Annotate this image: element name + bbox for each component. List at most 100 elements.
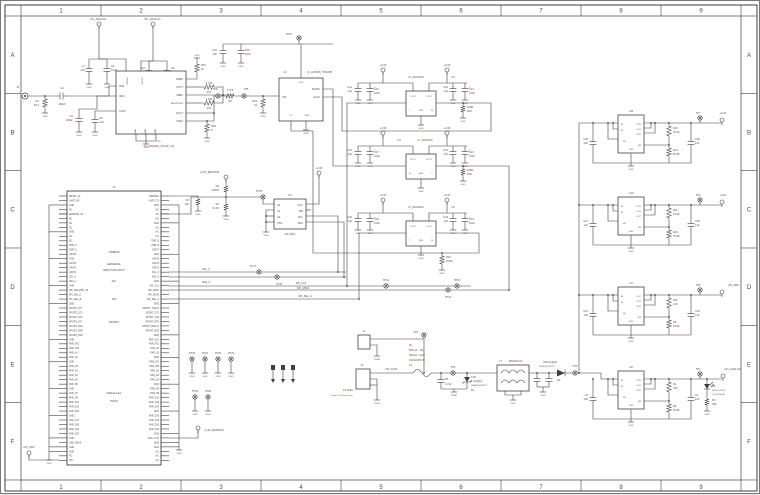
text-label: R5 xyxy=(216,184,220,188)
text-label: R4 xyxy=(186,198,190,202)
cap-polarity-mark: + xyxy=(469,216,471,219)
text-label: COMM xyxy=(145,129,147,136)
testpoint xyxy=(229,357,233,361)
gnd-label: GND xyxy=(356,233,361,235)
text-label: R9 xyxy=(673,320,677,324)
net-vin-jack: VIN_JACK xyxy=(385,367,398,371)
j4-pin-left: PAR_FS3 xyxy=(69,347,80,350)
part-j2: PJ-002A xyxy=(343,388,353,392)
text-label: IN xyxy=(621,386,624,388)
ic-u3 xyxy=(405,90,437,117)
j4-pin-right: SPI_MISO xyxy=(148,290,159,292)
text-label: R14 xyxy=(673,148,678,152)
text-label: +3.3V xyxy=(380,63,387,67)
text-label: WP xyxy=(299,209,303,213)
j4-pin-left: PAR_FS1 xyxy=(69,343,80,346)
text-label: GND xyxy=(629,405,634,407)
testpoint xyxy=(216,357,220,361)
ref-u2: U2 xyxy=(283,70,287,74)
text-label: GND xyxy=(419,240,424,242)
gnd-label: GND xyxy=(304,133,309,135)
text-label: 100pF xyxy=(58,102,66,106)
j4-pin-left: SPORT_INT xyxy=(69,308,82,310)
resistor xyxy=(259,96,267,110)
gnd-label: GND xyxy=(451,233,456,235)
text-label: A xyxy=(431,239,433,242)
text-label: TP2 xyxy=(451,365,456,369)
diode-zener xyxy=(462,381,465,384)
j4-pin-right: SPI_SEL_A xyxy=(147,298,160,301)
frame-row-label: D xyxy=(747,285,752,291)
power-flag xyxy=(444,197,450,203)
wire xyxy=(358,232,406,299)
text-label: A1 xyxy=(277,209,281,213)
text-label: C23 xyxy=(443,215,448,219)
text-label: SD xyxy=(623,223,626,225)
power-flag xyxy=(444,67,450,73)
ref-u10: U10 xyxy=(629,191,634,195)
j4-pin-left: GND xyxy=(69,232,74,234)
text-label: 10.0K xyxy=(212,206,219,210)
text-label: SML-LX15GC xyxy=(712,390,726,392)
junction xyxy=(654,122,656,124)
junction xyxy=(607,122,609,124)
j4-pin-right: SPORT_RFS xyxy=(145,321,159,323)
wire xyxy=(358,82,414,91)
text-label: VCC2 xyxy=(426,159,432,161)
j4-section-label: SPI xyxy=(112,297,117,301)
frame-row-label: C xyxy=(747,208,752,214)
text-label: FB xyxy=(638,227,641,229)
junction xyxy=(222,94,224,96)
text-label: C8 xyxy=(99,116,103,120)
text-label: TP16 xyxy=(445,295,452,299)
testpoint xyxy=(446,288,450,292)
resistor xyxy=(223,92,237,100)
frame-col-label: 5 xyxy=(379,9,383,15)
resistor xyxy=(665,317,673,331)
j4-pin-left: GPIO8 xyxy=(69,254,77,256)
j4-pin-right: GND xyxy=(154,357,159,359)
led-arrow xyxy=(710,383,715,388)
j4-pin-left: PAR_D9 xyxy=(69,397,78,400)
text-label: 1.2V@1A xyxy=(471,379,482,383)
ref-j4: J4 xyxy=(112,185,116,189)
ic-u4 xyxy=(405,153,437,180)
net-scl0: SCL_0 xyxy=(202,267,210,271)
wire xyxy=(358,212,414,221)
text-label: 49.9K xyxy=(446,259,453,263)
wire xyxy=(612,123,618,130)
text-label: R18 xyxy=(211,124,216,128)
junction xyxy=(607,204,609,206)
text-label: VCC2 xyxy=(410,226,416,228)
j4-pin-left: PAR_A1 xyxy=(69,352,78,355)
j4-pin-right: SPORT_TFS xyxy=(146,317,160,319)
text-label: 1.43K xyxy=(206,97,213,101)
text-label: TP10 xyxy=(286,32,293,36)
j4-pin-right: GND xyxy=(154,411,159,413)
cap-polarity-mark: + xyxy=(445,377,447,380)
ref-u11: U11 xyxy=(629,109,634,113)
j4-pin-left: SPORT_DR3 xyxy=(69,335,83,337)
j4-pin-left: PAR_A3 xyxy=(69,356,78,359)
text-label: VCC xyxy=(298,203,304,207)
j4-pin-left: GND xyxy=(69,438,74,440)
text-label: OUT xyxy=(636,134,641,136)
text-label: 10uF xyxy=(374,221,380,225)
wire xyxy=(607,205,618,222)
ref-u6: U6 xyxy=(288,193,292,197)
testpoint xyxy=(190,357,194,361)
cap-polarity-mark: + xyxy=(374,86,376,89)
text-label: R16 xyxy=(207,106,212,110)
wire xyxy=(504,391,522,396)
text-label: CS xyxy=(289,115,293,117)
led xyxy=(704,384,710,389)
j4-pin-left: GND xyxy=(69,205,74,207)
text-label: C13 xyxy=(443,85,448,89)
text-label: C7 xyxy=(82,64,86,68)
gnd-label: GND xyxy=(705,414,710,416)
text-label: OUT xyxy=(636,211,641,213)
text-label: 10uF xyxy=(469,154,475,158)
text-label: 10uF xyxy=(469,91,475,95)
wire xyxy=(140,26,154,71)
text-label: C15 xyxy=(583,309,588,313)
